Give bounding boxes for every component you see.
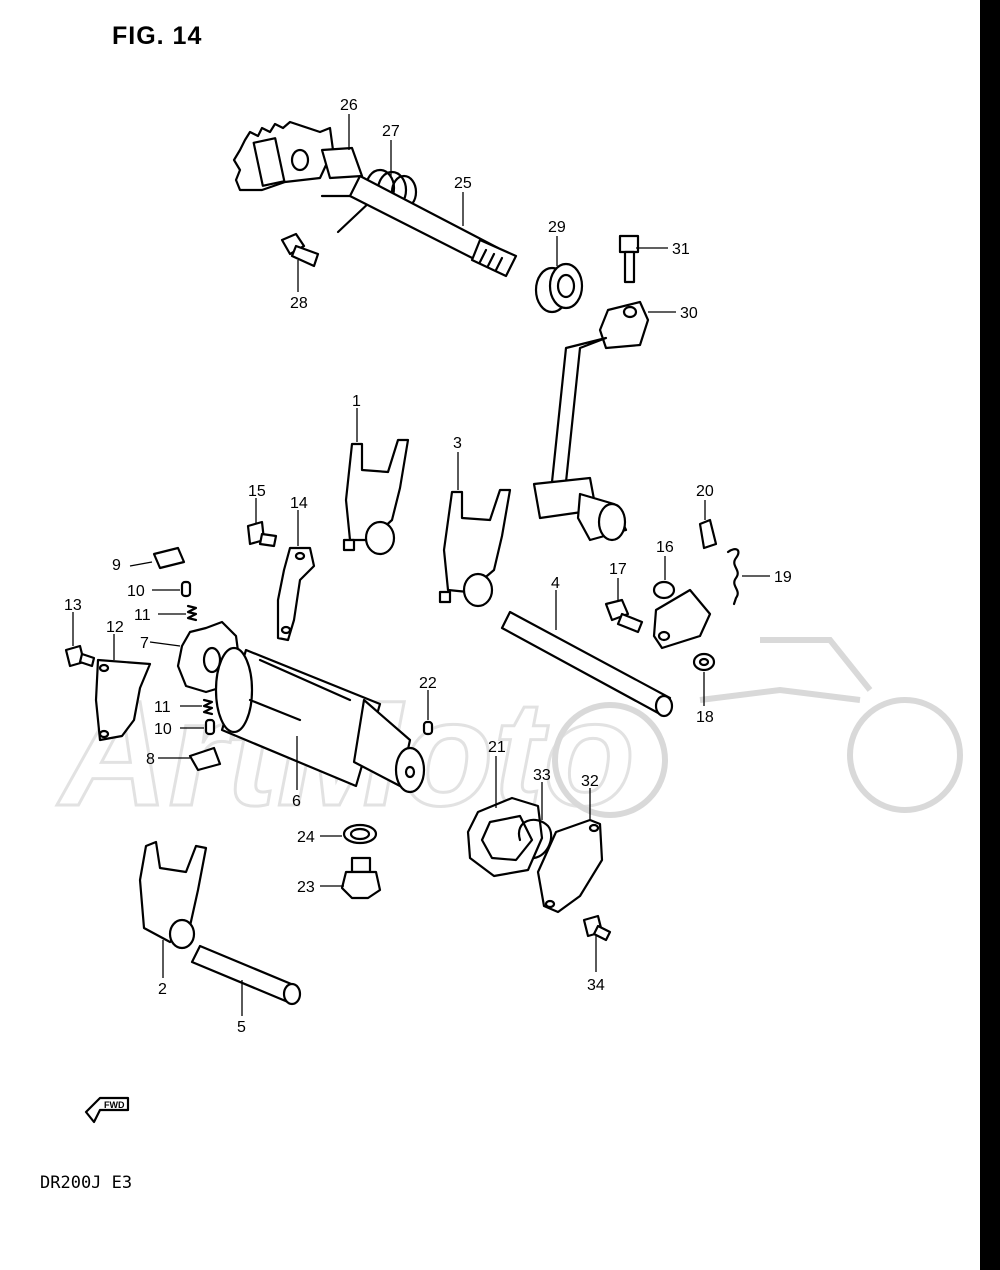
- callout-28: 28: [290, 295, 308, 312]
- part-2-shift-fork: [138, 840, 208, 950]
- part-18-washer: [692, 652, 716, 672]
- part-5-fork-shaft: [190, 944, 302, 1006]
- callout-17: 17: [609, 561, 627, 578]
- part-15-screw: [246, 520, 278, 548]
- watermark-bike-frame: [699, 637, 873, 703]
- part-8-cam-stopper: [188, 746, 222, 772]
- callout-13: 13: [64, 597, 82, 614]
- callout-5: 5: [237, 1019, 246, 1036]
- part-23-neutral-plug: [340, 856, 382, 900]
- part-22-pin: [422, 720, 434, 736]
- part-6-shift-cam-drum: [214, 646, 426, 794]
- callout-1: 1: [352, 393, 361, 410]
- part-21-gearshift-cam: [466, 796, 544, 878]
- part-3-shift-fork: [438, 488, 512, 608]
- part-13-screw: [64, 644, 96, 668]
- callout-14: 14: [290, 495, 308, 512]
- callout-29: 29: [548, 219, 566, 236]
- callout-19: 19: [774, 569, 792, 586]
- part-29-oil-seal: [534, 262, 584, 314]
- part-17-bolt: [604, 598, 644, 634]
- part-16-stopper-arm: [652, 580, 712, 650]
- callout-numbers: 26 27 25 29 31 28 30 1 3 15 20 14 16 9 1…: [64, 97, 792, 1036]
- callout-10-upper: 10: [127, 583, 145, 600]
- watermark-wheel-rear: [847, 697, 963, 813]
- callout-20: 20: [696, 483, 714, 500]
- callout-34: 34: [587, 977, 605, 994]
- watermark-wheel-front: [552, 702, 668, 818]
- callout-6: 6: [292, 793, 301, 810]
- part-28-bolt: [280, 232, 320, 268]
- figure-title: FIG. 14: [112, 22, 203, 50]
- part-11-spring-lower: [202, 698, 214, 716]
- part-32-cover: [536, 818, 604, 914]
- callout-32: 32: [581, 773, 599, 790]
- leader-lines: [72, 114, 770, 1016]
- callout-16: 16: [656, 539, 674, 556]
- callout-7: 7: [140, 635, 149, 652]
- callout-15: 15: [248, 483, 266, 500]
- callout-4: 4: [551, 575, 560, 592]
- callout-26: 26: [340, 97, 358, 114]
- callout-30: 30: [680, 305, 698, 322]
- callout-3: 3: [453, 435, 462, 452]
- callout-11-lower: 11: [154, 699, 171, 716]
- part-33-circlip: [517, 818, 553, 860]
- callout-21: 21: [488, 739, 506, 756]
- part-19-spring: [726, 548, 740, 606]
- callout-23: 23: [297, 879, 315, 896]
- callout-9: 9: [112, 557, 121, 574]
- part-31-bolt: [618, 234, 640, 284]
- part-30-gearshift-lever: [532, 300, 650, 542]
- callout-24: 24: [297, 829, 315, 846]
- callout-2: 2: [158, 981, 167, 998]
- callout-10-lower: 10: [154, 721, 172, 738]
- callout-8: 8: [146, 751, 155, 768]
- callout-27: 27: [382, 123, 400, 140]
- callout-22: 22: [419, 675, 437, 692]
- fwd-arrow-icon: FWD: [84, 1096, 130, 1124]
- model-code: DR200J E3: [40, 1173, 133, 1193]
- part-25-gearshift-shaft: [348, 174, 518, 278]
- callout-12: 12: [106, 619, 124, 636]
- callout-31: 31: [672, 241, 690, 258]
- part-34-screw: [582, 914, 612, 942]
- callout-33: 33: [533, 767, 551, 784]
- scan-edge-bar: [980, 0, 1000, 1270]
- part-10-pin-upper: [180, 580, 192, 598]
- callout-11-upper: 11: [134, 607, 151, 624]
- part-20-bolt: [698, 518, 718, 550]
- part-14-plate: [276, 546, 316, 642]
- fwd-label: FWD: [104, 1100, 125, 1110]
- callout-18: 18: [696, 709, 714, 726]
- part-4-fork-shaft: [500, 610, 674, 718]
- part-12-guide-plate: [94, 658, 152, 742]
- part-26-gear-sector: [232, 120, 364, 192]
- callout-25: 25: [454, 175, 472, 192]
- part-9-cam-stopper: [152, 546, 186, 570]
- part-10-pin-lower: [204, 718, 216, 736]
- part-11-spring-upper: [186, 604, 198, 622]
- part-1-shift-fork: [342, 438, 410, 556]
- part-24-gasket: [342, 823, 378, 845]
